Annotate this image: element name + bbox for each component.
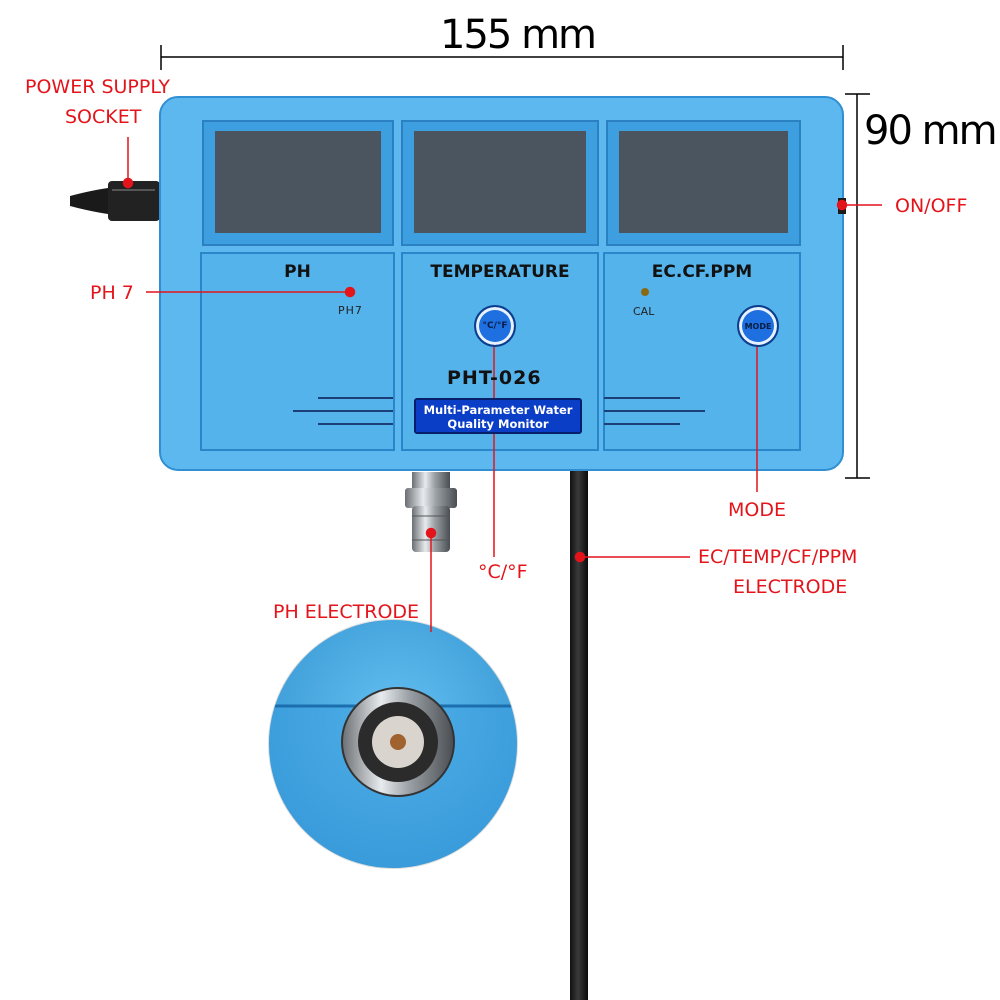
callout-leaders	[122, 137, 882, 632]
ph-electrode-label: PH ELECTRODE	[273, 601, 420, 623]
mode-callout-label: MODE	[728, 499, 786, 521]
model-number: PHT-026	[447, 367, 542, 389]
ec-panel-title: EC.CF.PPM	[651, 262, 753, 282]
ec-electrode-label-line1: EC/TEMP/CF/PPM	[698, 546, 858, 568]
width-dimension-label: 155 mm	[440, 12, 597, 58]
mode-button[interactable]: MODE	[737, 305, 779, 347]
temp-unit-button[interactable]: °C/°F	[474, 305, 516, 347]
temp-unit-callout-label: °C/°F	[478, 561, 528, 583]
power-socket-label-line2: SOCKET	[65, 106, 142, 128]
on-off-label: ON/OFF	[895, 195, 968, 217]
height-dimension-line	[845, 93, 870, 479]
power-socket-label-line1: POWER SUPPLY	[25, 76, 170, 98]
nameplate-line2: Quality Monitor	[447, 417, 549, 431]
nameplate: Multi-Parameter Water Quality Monitor	[414, 398, 582, 434]
nameplate-line1: Multi-Parameter Water	[423, 403, 573, 417]
power-cable	[70, 181, 160, 221]
width-dimension-line	[160, 45, 844, 70]
height-dimension-label: 90 mm	[864, 108, 998, 154]
cal-sublabel: CAL	[633, 305, 655, 318]
ph7-sublabel: PH7	[338, 304, 363, 317]
ph7-callout-label: PH 7	[90, 282, 134, 304]
temperature-panel-title: TEMPERATURE	[430, 262, 570, 282]
ec-electrode-label-line2: ELECTRODE	[733, 576, 848, 598]
ph-panel-title: PH	[284, 262, 311, 282]
device-body	[159, 96, 846, 471]
connector-closeup	[268, 619, 518, 869]
ec-electrode-cable	[570, 470, 588, 1000]
